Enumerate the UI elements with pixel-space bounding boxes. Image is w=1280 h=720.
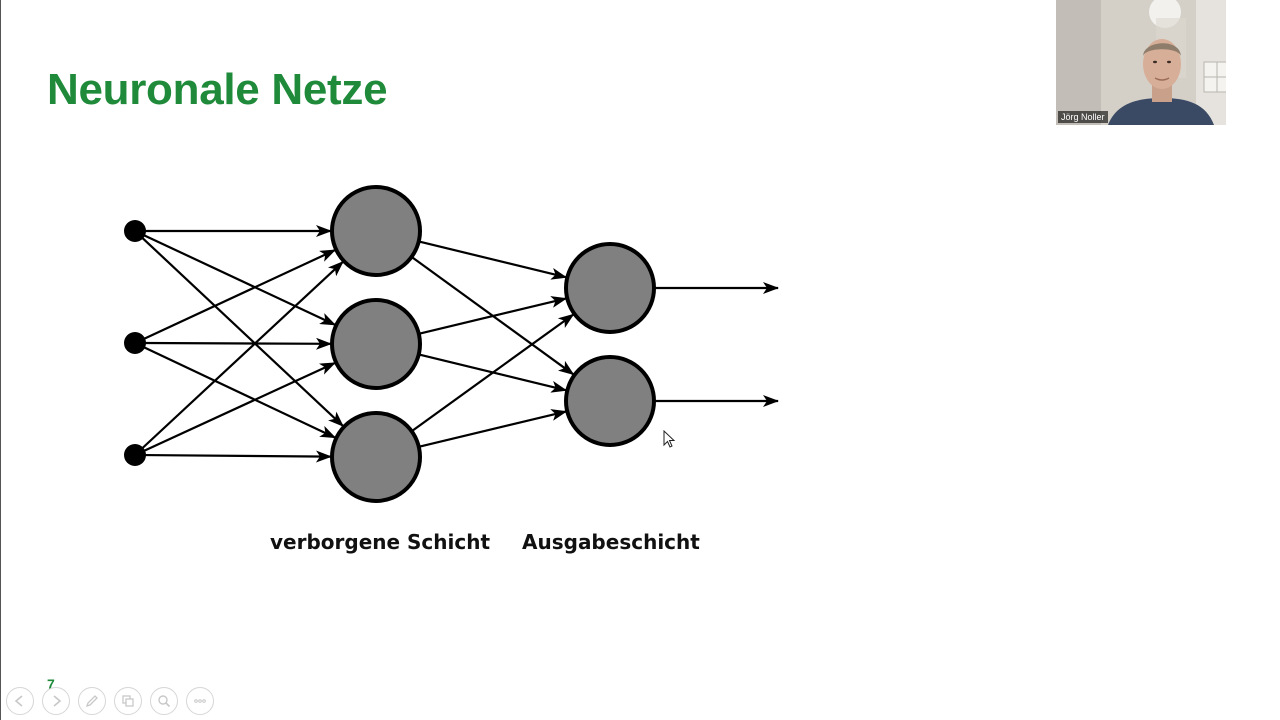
hidden-layer-label: verborgene Schicht	[270, 530, 491, 554]
hidden-neuron-2	[330, 298, 422, 390]
next-arrow-icon	[53, 695, 62, 707]
connection-edges	[140, 225, 779, 463]
zoom-icon	[158, 695, 171, 708]
output-neuron-2	[564, 355, 656, 447]
participant-video-tile[interactable]: Jörg Noller	[1056, 0, 1226, 125]
slides-grid-button[interactable]	[114, 687, 142, 715]
previous-slide-button[interactable]	[6, 687, 34, 715]
input-node-2	[124, 332, 146, 354]
video-area-background	[1226, 0, 1280, 125]
edge-input-3-hidden-1	[140, 260, 344, 450]
presenter-toolbar	[6, 687, 214, 715]
participant-name: Jörg Noller	[1058, 111, 1108, 123]
edge-hidden-3-output-1	[411, 313, 575, 433]
output-layer-label: Ausgabeschicht	[522, 530, 700, 554]
pen-icon	[85, 695, 98, 708]
edge-input-2-hidden-2	[143, 337, 333, 350]
previous-arrow-icon	[14, 695, 23, 707]
window-edge	[0, 0, 1, 720]
pen-button[interactable]	[78, 687, 106, 715]
hidden-neuron-3	[330, 411, 422, 503]
edge-hidden-1-output-1	[418, 240, 568, 280]
edge-hidden-3-output-2	[418, 409, 568, 448]
page-number: 7	[47, 676, 55, 692]
edge-input-3-hidden-2	[142, 361, 337, 453]
more-options-icon	[194, 699, 206, 703]
edge-input-2-hidden-1	[142, 248, 337, 341]
participant-video-image	[1056, 0, 1226, 125]
edge-input-3-hidden-3	[143, 450, 333, 463]
input-node-1	[124, 220, 146, 242]
edge-input-1-hidden-2	[142, 233, 337, 326]
neuron-nodes	[124, 185, 656, 503]
more-options-button[interactable]	[186, 687, 214, 715]
hidden-neuron-1	[330, 185, 422, 277]
slides-grid-icon	[122, 695, 134, 707]
zoom-button[interactable]	[150, 687, 178, 715]
input-node-3	[124, 444, 146, 466]
mouse-cursor-icon	[663, 430, 676, 448]
output-neuron-1	[564, 242, 656, 334]
edge-input-2-hidden-3	[142, 345, 337, 439]
edge-input-1-hidden-3	[140, 236, 344, 428]
next-slide-button[interactable]	[42, 687, 70, 715]
slide-title: Neuronale Netze	[47, 65, 388, 114]
edge-hidden-2-output-1	[418, 296, 568, 335]
